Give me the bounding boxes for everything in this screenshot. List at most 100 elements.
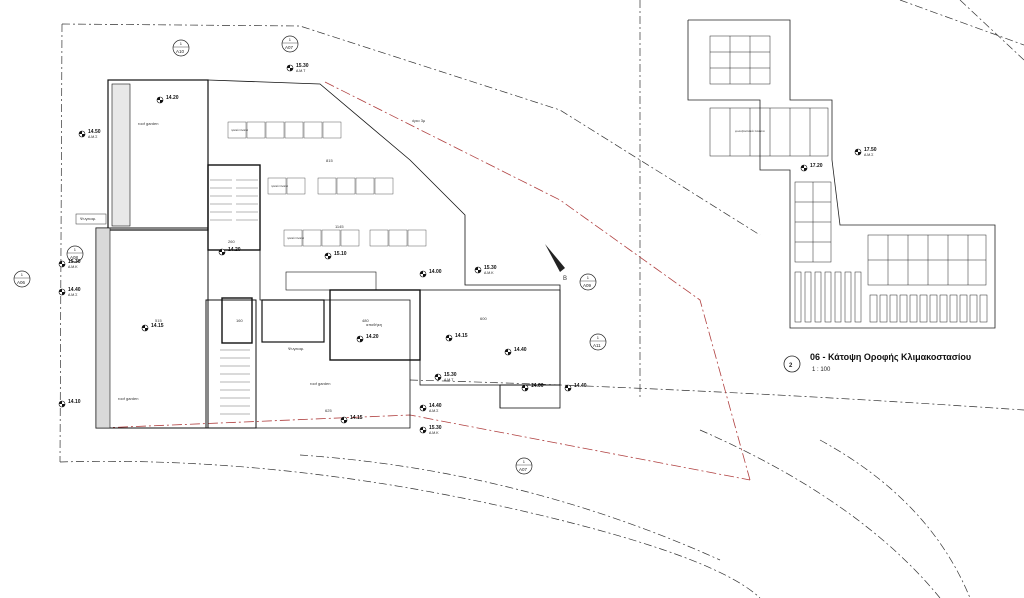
section-marker-number: 1 (21, 272, 24, 277)
level-marker: 14.20 (156, 95, 179, 104)
level-value: 14.40 (514, 347, 527, 353)
level-marker: 15.30A.M.T (286, 63, 309, 73)
level-marker: 17.20 (800, 163, 823, 172)
level-value: 15.30 (68, 259, 81, 265)
level-value: 14.10 (68, 399, 81, 405)
roof-garden-label: roof garden (310, 381, 330, 386)
level-marker: 14.10 (58, 399, 81, 408)
title-block: 2 06 - Κάτοψη Οροφής Κλιμακοστασίου 1 : … (783, 352, 971, 373)
level-value: 15.30 (429, 425, 442, 431)
level-value: 14.20 (166, 95, 179, 101)
section-marker-id: A11 (593, 343, 601, 348)
cooler-label: Ψυγειοφ. (80, 216, 96, 221)
section-marker-id: A09 (583, 283, 592, 288)
level-marker: 15.30A.M.K (474, 265, 497, 275)
drawing-title: 06 - Κάτοψη Οροφής Κλιμακοστασίου (810, 352, 971, 362)
drawing-scale: 1 : 100 (812, 367, 831, 373)
stairs (210, 179, 258, 415)
level-marker: 14.40 (564, 383, 587, 392)
level-marker: 14.00 (419, 269, 442, 278)
north-label: B (563, 276, 567, 282)
site-boundary (59, 0, 1024, 598)
roof-garden-label: roof garden (118, 396, 138, 401)
level-marker: 14.15 (340, 415, 363, 424)
level-value: 14.40 (574, 383, 587, 389)
level-datum: A.M.T (444, 378, 454, 382)
dimension-text: 480 (362, 318, 369, 323)
level-value: 14.40 (68, 287, 81, 293)
dimension-text: 260 (228, 239, 235, 244)
level-datum: A.M.K (484, 271, 494, 275)
solar-panel-label: ηλιακά πλαίσια (271, 184, 289, 188)
level-value: 14.20 (366, 334, 379, 340)
level-datum: A.M.Σ (68, 293, 78, 297)
stair-roof-plan (687, 19, 996, 329)
section-marker-number: 1 (587, 275, 590, 280)
level-value: 14.00 (531, 383, 544, 389)
level-datum: A.M.K (68, 265, 78, 269)
storage-label: αποθήκη (366, 322, 382, 327)
dimension-text: 600 (480, 316, 487, 321)
level-marker: 14.40 (504, 347, 527, 356)
level-value: 14.15 (350, 415, 363, 421)
pv-panels-label: φωτοβολταϊκά πλαίσια (735, 129, 765, 133)
section-marker-id: A07 (519, 467, 528, 472)
level-marker: 14.40A.M.Σ (58, 287, 81, 297)
boundary-label: όριο 3μ (412, 118, 426, 123)
section-marker-number: 1 (597, 335, 600, 340)
dimensions: 515 600 1145 260 160 480 625 815 (155, 158, 487, 413)
level-value: 15.10 (334, 251, 347, 257)
roof-garden-label: roof garden (138, 121, 158, 126)
section-marker-number: 1 (523, 459, 526, 464)
level-datum: A.M.Σ (864, 153, 874, 157)
dimension-text: 515 (155, 318, 162, 323)
solar-panel-label: ηλιακά πλαίσια (231, 128, 249, 132)
section-marker-id: A10 (176, 49, 185, 54)
level-marker: 15.10 (324, 251, 347, 260)
section-marker-number: 1 (289, 37, 292, 42)
level-value: 14.15 (151, 323, 164, 329)
dimension-text: 160 (236, 318, 243, 323)
level-value: 14.20 (228, 247, 241, 253)
dimension-text: 625 (325, 408, 332, 413)
level-value: 14.15 (455, 333, 468, 339)
section-marker-id: A07 (285, 45, 294, 50)
level-marker: 14.50A.M.Σ (78, 129, 101, 139)
section-marker-number: 1 (74, 247, 77, 252)
level-marker: 17.50A.M.Σ (854, 147, 877, 157)
level-marker: 14.40A.M.Σ (419, 403, 442, 413)
level-value: 17.20 (810, 163, 823, 169)
level-datum: A.M.T (296, 69, 306, 73)
level-marker: 14.20 (356, 334, 379, 343)
dimension-text: 1145 (335, 224, 344, 229)
level-datum: A.M.Σ (429, 409, 439, 413)
level-marker: 14.20 (218, 247, 241, 256)
level-marker: 15.30A.M.K (58, 259, 81, 269)
level-value: 15.30 (296, 63, 309, 69)
level-marker: 14.15 (141, 323, 164, 332)
level-markers: 15.30A.M.T14.50A.M.Σ14.2015.30A.M.K14.40… (58, 63, 877, 435)
level-datum: A.M.Σ (88, 135, 98, 139)
level-marker: 15.30A.M.T (434, 372, 457, 382)
cooler-label: Ψυγειοφ. (288, 346, 304, 351)
level-value: 14.50 (88, 129, 101, 135)
limit-lines (99, 81, 751, 481)
north-arrow: B (545, 244, 567, 282)
sheet-number-circle (783, 355, 801, 373)
level-datum: A.M.K (429, 431, 439, 435)
solar-panel-labels: ηλιακά πλαίσια ηλιακά πλαίσια ηλιακά πλα… (231, 128, 305, 240)
solar-panel-label: ηλιακά πλαίσια (287, 236, 305, 240)
dimension-text: 815 (326, 158, 333, 163)
level-value: 17.50 (864, 147, 877, 153)
sheet-number: 2 (789, 363, 793, 369)
level-marker: 15.30A.M.K (419, 425, 442, 435)
cooler-box (75, 213, 107, 225)
